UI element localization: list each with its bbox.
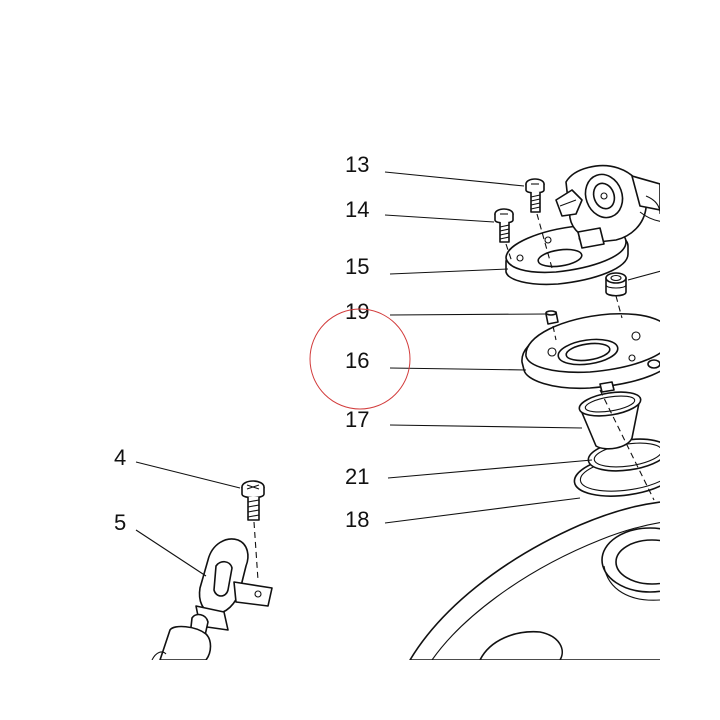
callout-16: 16: [345, 348, 369, 373]
filter-basket: [578, 391, 642, 450]
callout-17: 17: [345, 407, 369, 432]
callout-19: 19: [345, 299, 369, 324]
screw-4: [241, 480, 265, 581]
leader-lines: [135, 171, 660, 577]
callout-13: 13: [345, 152, 369, 177]
callout-4: 4: [114, 445, 126, 470]
assembly-axes: [505, 213, 655, 501]
tank-body: [409, 501, 660, 660]
callout-labels: 13 14 15 19 16 17 21 18 4 5: [114, 152, 369, 535]
bushing: [605, 272, 627, 297]
callout-5: 5: [114, 510, 126, 535]
latch-hinge: [151, 538, 273, 660]
pin: [545, 310, 559, 325]
screw-13: [525, 178, 545, 213]
highlight-circle: [309, 308, 411, 410]
callout-21: 21: [345, 464, 369, 489]
fuel-cap-lock: [555, 164, 660, 249]
callout-15: 15: [345, 254, 369, 279]
callout-18: 18: [345, 507, 369, 532]
filler-flange: [521, 312, 660, 393]
screw-14: [494, 208, 514, 243]
callout-14: 14: [345, 197, 369, 222]
